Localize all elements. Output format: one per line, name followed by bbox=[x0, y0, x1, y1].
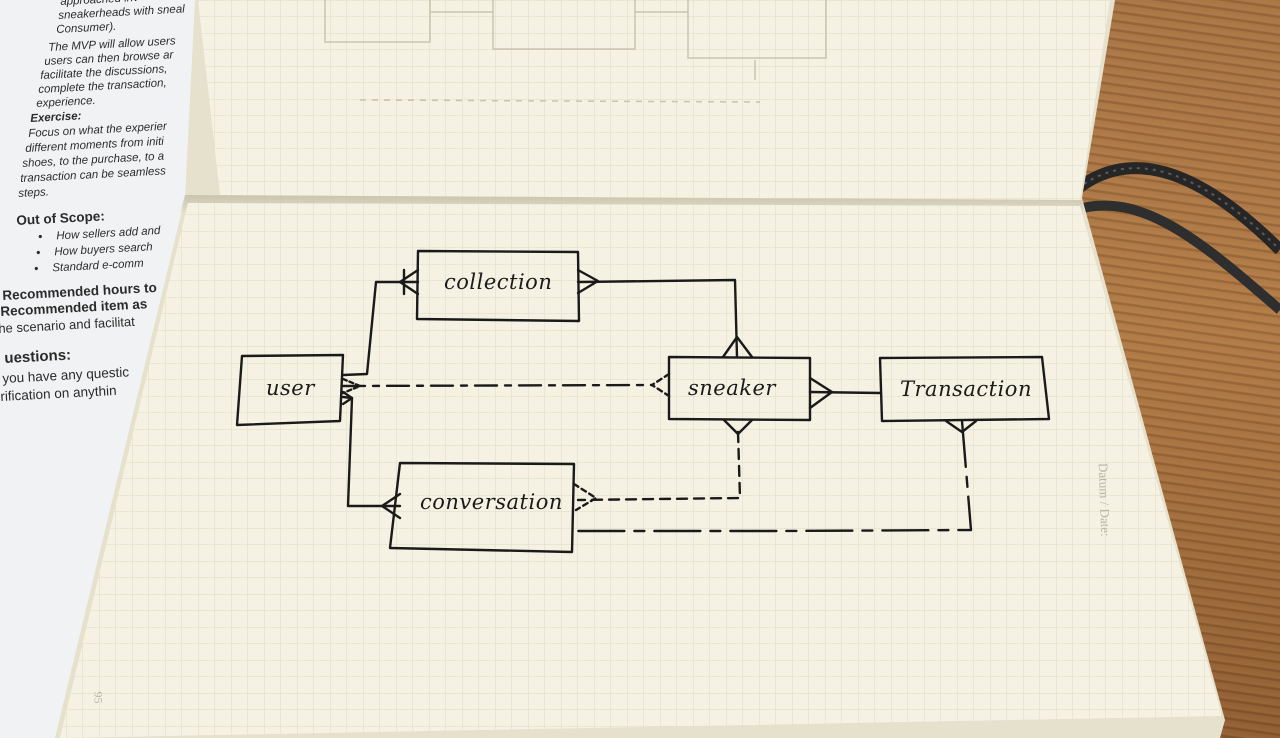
conversation-box bbox=[388, 461, 576, 554]
entity-label-transaction: Transaction bbox=[900, 377, 1032, 401]
entity-label-user: user bbox=[266, 376, 315, 400]
rel-user-conversation bbox=[341, 395, 402, 508]
er-diagram bbox=[235, 249, 1051, 554]
rel-transaction-conversation bbox=[572, 419, 973, 533]
sneaker-box bbox=[667, 355, 812, 422]
entity-label-sneaker: sneaker bbox=[688, 376, 776, 400]
entity-label-conversation: conversation bbox=[420, 490, 563, 514]
collection-box bbox=[415, 249, 581, 323]
rel-user-collection bbox=[341, 280, 420, 377]
page-number: 95 bbox=[91, 691, 106, 704]
rel-sneaker-conversation bbox=[576, 430, 742, 502]
rel-sneaker-transaction bbox=[808, 390, 882, 395]
date-field-label: Datum / Date: bbox=[1095, 462, 1114, 537]
faint-previous-sketch bbox=[324, 0, 827, 103]
entity-label-collection: collection bbox=[444, 270, 553, 294]
rel-user-sneaker bbox=[341, 383, 654, 388]
rel-collection-sneaker bbox=[576, 278, 739, 359]
user-box bbox=[235, 353, 345, 427]
transaction-box bbox=[878, 355, 1051, 423]
